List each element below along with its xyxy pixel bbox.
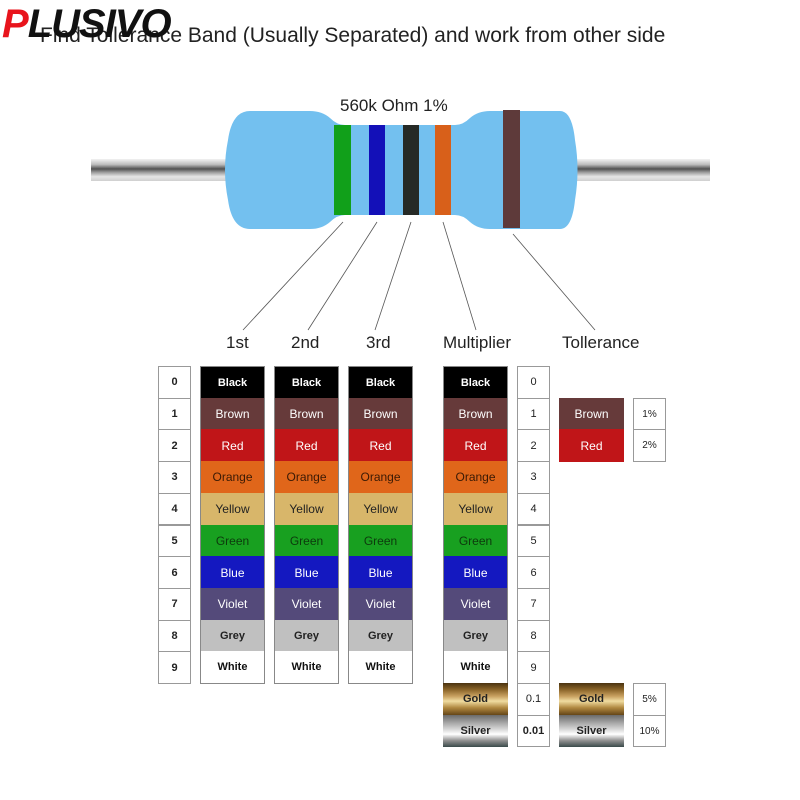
tolerance-brown-cell: Brown xyxy=(559,397,624,431)
digit-cell: 5 xyxy=(158,524,191,558)
logo-letter-p: P xyxy=(2,2,29,46)
color-cell-multiplier-orange: Orange xyxy=(443,461,508,494)
multiplier-value-cell: 1 xyxy=(517,397,550,431)
multiplier-value-cell: 8 xyxy=(517,619,550,653)
multiplier-silver-value: 0.01 xyxy=(517,714,550,748)
band-1st-green xyxy=(334,125,351,215)
band-multiplier-orange xyxy=(435,125,451,215)
leader-line-3rd xyxy=(374,221,412,331)
left-lead xyxy=(91,159,231,181)
color-cell-multiplier-green: Green xyxy=(443,524,508,558)
color-cell-2nd-red: Red xyxy=(274,429,339,463)
digit-cell: 7 xyxy=(158,587,191,621)
color-cell-3rd-green: Green xyxy=(348,524,413,558)
color-cell-multiplier-brown: Brown xyxy=(443,397,508,431)
resistor-diagram xyxy=(91,110,710,331)
color-cell-1st-yellow: Yellow xyxy=(200,492,265,526)
color-cell-1st-red: Red xyxy=(200,429,265,463)
multiplier-value-cell: 2 xyxy=(517,429,550,463)
color-cell-multiplier-black: Black xyxy=(443,366,508,399)
leader-line-multiplier xyxy=(442,221,477,331)
multiplier-value-cell: 3 xyxy=(517,461,550,494)
color-cell-1st-brown: Brown xyxy=(200,397,265,431)
color-cell-1st-white: White xyxy=(200,651,265,684)
tolerance-red-value: 2% xyxy=(633,429,666,463)
color-cell-3rd-white: White xyxy=(348,651,413,684)
color-cell-3rd-blue: Blue xyxy=(348,556,413,589)
multiplier-value-cell: 6 xyxy=(517,556,550,589)
color-cell-2nd-violet: Violet xyxy=(274,587,339,621)
tolerance-gold-value: 5% xyxy=(633,683,666,716)
digit-cell: 6 xyxy=(158,556,191,589)
resistor-value-label: 560k Ohm 1% xyxy=(340,96,448,115)
color-cell-2nd-brown: Brown xyxy=(274,397,339,431)
multiplier-value-cell: 9 xyxy=(517,651,550,684)
color-cell-2nd-white: White xyxy=(274,651,339,684)
tolerance-silver-value: 10% xyxy=(633,714,666,748)
page-heading: Find Tollerance Band (Usually Separated)… xyxy=(40,24,666,47)
color-cell-1st-green: Green xyxy=(200,524,265,558)
multiplier-value-cell: 7 xyxy=(517,587,550,621)
digit-cell: 9 xyxy=(158,651,191,684)
logo-text: LUSIVO xyxy=(27,2,172,46)
color-cell-2nd-grey: Grey xyxy=(274,619,339,653)
multiplier-value-cell: 0 xyxy=(517,366,550,399)
digit-cell: 8 xyxy=(158,619,191,653)
label-3rd: 3rd xyxy=(366,333,391,352)
leader-line-tolerance xyxy=(512,233,596,331)
color-cell-multiplier-yellow: Yellow xyxy=(443,492,508,526)
color-cell-2nd-orange: Orange xyxy=(274,461,339,494)
color-cell-3rd-grey: Grey xyxy=(348,619,413,653)
label-1st: 1st xyxy=(226,333,249,352)
color-cell-3rd-black: Black xyxy=(348,366,413,399)
color-cell-3rd-orange: Orange xyxy=(348,461,413,494)
digit-cell: 3 xyxy=(158,461,191,494)
color-cell-multiplier-grey: Grey xyxy=(443,619,508,653)
color-cell-3rd-violet: Violet xyxy=(348,587,413,621)
leader-line-2nd xyxy=(307,221,378,331)
color-cell-2nd-green: Green xyxy=(274,524,339,558)
digit-cell: 2 xyxy=(158,429,191,463)
color-cell-3rd-red: Red xyxy=(348,429,413,463)
color-cell-2nd-yellow: Yellow xyxy=(274,492,339,526)
color-cell-1st-black: Black xyxy=(200,366,265,399)
color-cell-multiplier-violet: Violet xyxy=(443,587,508,621)
label-multiplier: Multiplier xyxy=(443,333,512,352)
tolerance-gold-cell: Gold xyxy=(559,683,624,716)
color-cell-1st-violet: Violet xyxy=(200,587,265,621)
digit-cell: 4 xyxy=(158,492,191,526)
color-cell-multiplier-white: White xyxy=(443,651,508,684)
color-cell-multiplier-red: Red xyxy=(443,429,508,463)
band-3rd-black xyxy=(403,125,419,215)
tolerance-red-cell: Red xyxy=(559,429,624,463)
color-cell-3rd-yellow: Yellow xyxy=(348,492,413,526)
label-tolerance: Tollerance xyxy=(562,333,640,352)
color-cell-1st-grey: Grey xyxy=(200,619,265,653)
color-cell-2nd-blue: Blue xyxy=(274,556,339,589)
color-cell-multiplier-blue: Blue xyxy=(443,556,508,589)
multiplier-gold-value: 0.1 xyxy=(517,683,550,716)
resistor-body xyxy=(225,111,578,229)
multiplier-value-cell: 5 xyxy=(517,524,550,558)
band-tolerance-brown xyxy=(503,110,520,228)
color-cell-3rd-brown: Brown xyxy=(348,397,413,431)
band-2nd-blue xyxy=(369,125,385,215)
leader-line-1st xyxy=(242,221,344,331)
tolerance-brown-value: 1% xyxy=(633,397,666,431)
brand-logo: PLUSIVO xyxy=(2,2,172,46)
right-lead xyxy=(574,159,710,181)
label-2nd: 2nd xyxy=(291,333,320,352)
color-cell-2nd-black: Black xyxy=(274,366,339,399)
color-cell-1st-blue: Blue xyxy=(200,556,265,589)
multiplier-gold-cell: Gold xyxy=(443,683,508,716)
tolerance-silver-cell: Silver xyxy=(559,714,624,748)
color-cell-1st-orange: Orange xyxy=(200,461,265,494)
multiplier-silver-cell: Silver xyxy=(443,714,508,748)
digit-cell: 0 xyxy=(158,366,191,399)
digit-cell: 1 xyxy=(158,397,191,431)
multiplier-value-cell: 4 xyxy=(517,492,550,526)
